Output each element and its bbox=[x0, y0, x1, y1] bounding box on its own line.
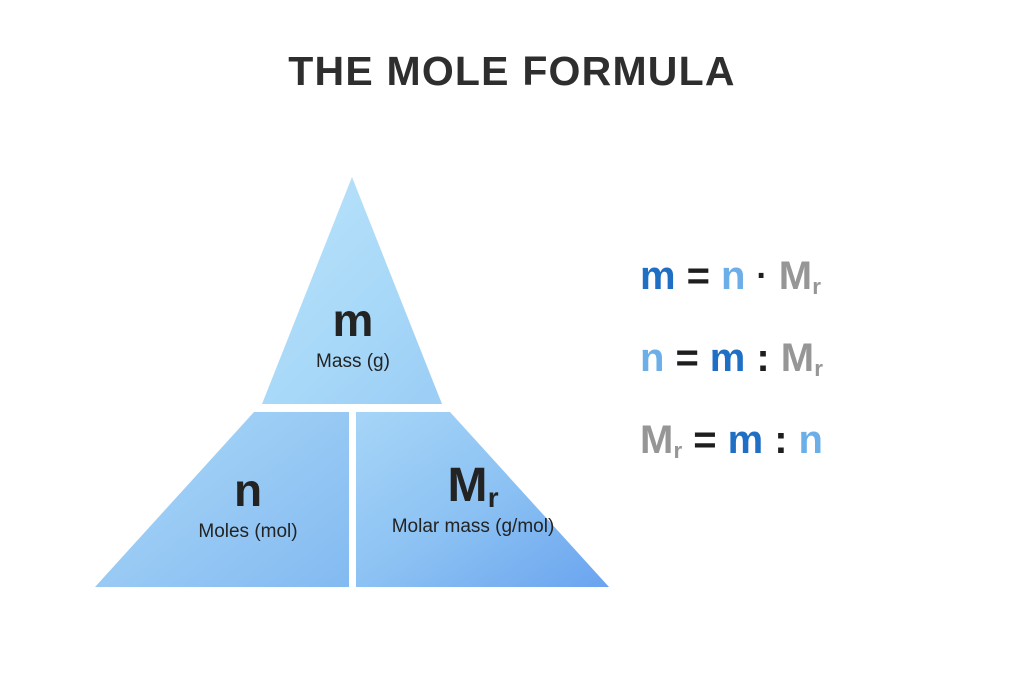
equation-token-colon: : bbox=[756, 338, 769, 378]
mole-formula-triangle: m Mass (g) n Moles (mol) Mr Molar mass (… bbox=[88, 172, 618, 592]
equation-token-dot: · bbox=[756, 259, 767, 293]
page-title: THE MOLE FORMULA bbox=[288, 48, 736, 94]
triangle-symbol-mass: m bbox=[263, 297, 443, 343]
token-glyph: n bbox=[720, 254, 746, 298]
token-glyph: M bbox=[778, 254, 813, 298]
token-glyph: n bbox=[640, 336, 665, 380]
token-glyph: = bbox=[693, 418, 717, 462]
token-subscript: r bbox=[814, 356, 823, 382]
equation-token-mass: m bbox=[728, 420, 764, 460]
equation-token-operator: = bbox=[687, 256, 710, 296]
token-glyph: M bbox=[780, 336, 815, 380]
token-glyph: m bbox=[727, 418, 764, 462]
equation-solve-for-moles: n = m: Mr bbox=[640, 338, 970, 400]
equation-token-mass: m bbox=[640, 256, 676, 296]
equation-token-colon: : bbox=[774, 420, 787, 460]
triangle-section-mass: m Mass (g) bbox=[263, 297, 443, 373]
equation-token-moles: n bbox=[721, 256, 745, 296]
equation-token-moles: n bbox=[640, 338, 664, 378]
token-glyph: m bbox=[640, 254, 676, 298]
token-glyph: n bbox=[798, 418, 823, 462]
token-glyph: = bbox=[675, 336, 699, 380]
triangle-label-molar-mass: Molar mass (g/mol) bbox=[391, 516, 555, 537]
symbol-subscript-r: r bbox=[487, 482, 499, 514]
token-glyph: · bbox=[756, 256, 768, 295]
symbol-glyph-n: n bbox=[233, 464, 263, 516]
equation-token-molar-mass: Mr bbox=[778, 254, 821, 300]
triangle-symbol-molar-mass: Mr bbox=[358, 459, 588, 514]
token-glyph: M bbox=[640, 418, 674, 462]
equation-token-moles: n bbox=[799, 420, 823, 460]
equation-solve-for-mass: m = n · Mr bbox=[640, 256, 970, 318]
triangle-label-mass: Mass (g) bbox=[316, 351, 390, 372]
triangle-section-molar-mass: Mr Molar mass (g/mol) bbox=[358, 462, 588, 538]
equation-solve-for-molar-mass: Mr=m:n bbox=[640, 420, 970, 482]
equation-token-mass: m bbox=[710, 338, 746, 378]
triangle-symbol-moles: n bbox=[148, 467, 348, 513]
token-glyph: = bbox=[686, 254, 710, 298]
symbol-glyph-M: M bbox=[447, 459, 488, 512]
triangle-graphic bbox=[95, 177, 609, 587]
token-glyph: : bbox=[756, 336, 770, 380]
token-subscript: r bbox=[673, 438, 683, 464]
equation-token-molar-mass: Mr bbox=[780, 336, 823, 382]
triangle-label-moles: Moles (mol) bbox=[198, 521, 298, 542]
equation-token-operator: = bbox=[675, 338, 698, 378]
token-subscript: r bbox=[812, 274, 821, 300]
equation-token-operator: = bbox=[693, 420, 716, 460]
symbol-glyph-m: m bbox=[332, 294, 374, 346]
token-glyph: m bbox=[709, 336, 746, 380]
equation-token-molar-mass: Mr bbox=[640, 418, 683, 464]
triangle-section-moles: n Moles (mol) bbox=[148, 467, 348, 543]
token-glyph: : bbox=[774, 418, 788, 462]
